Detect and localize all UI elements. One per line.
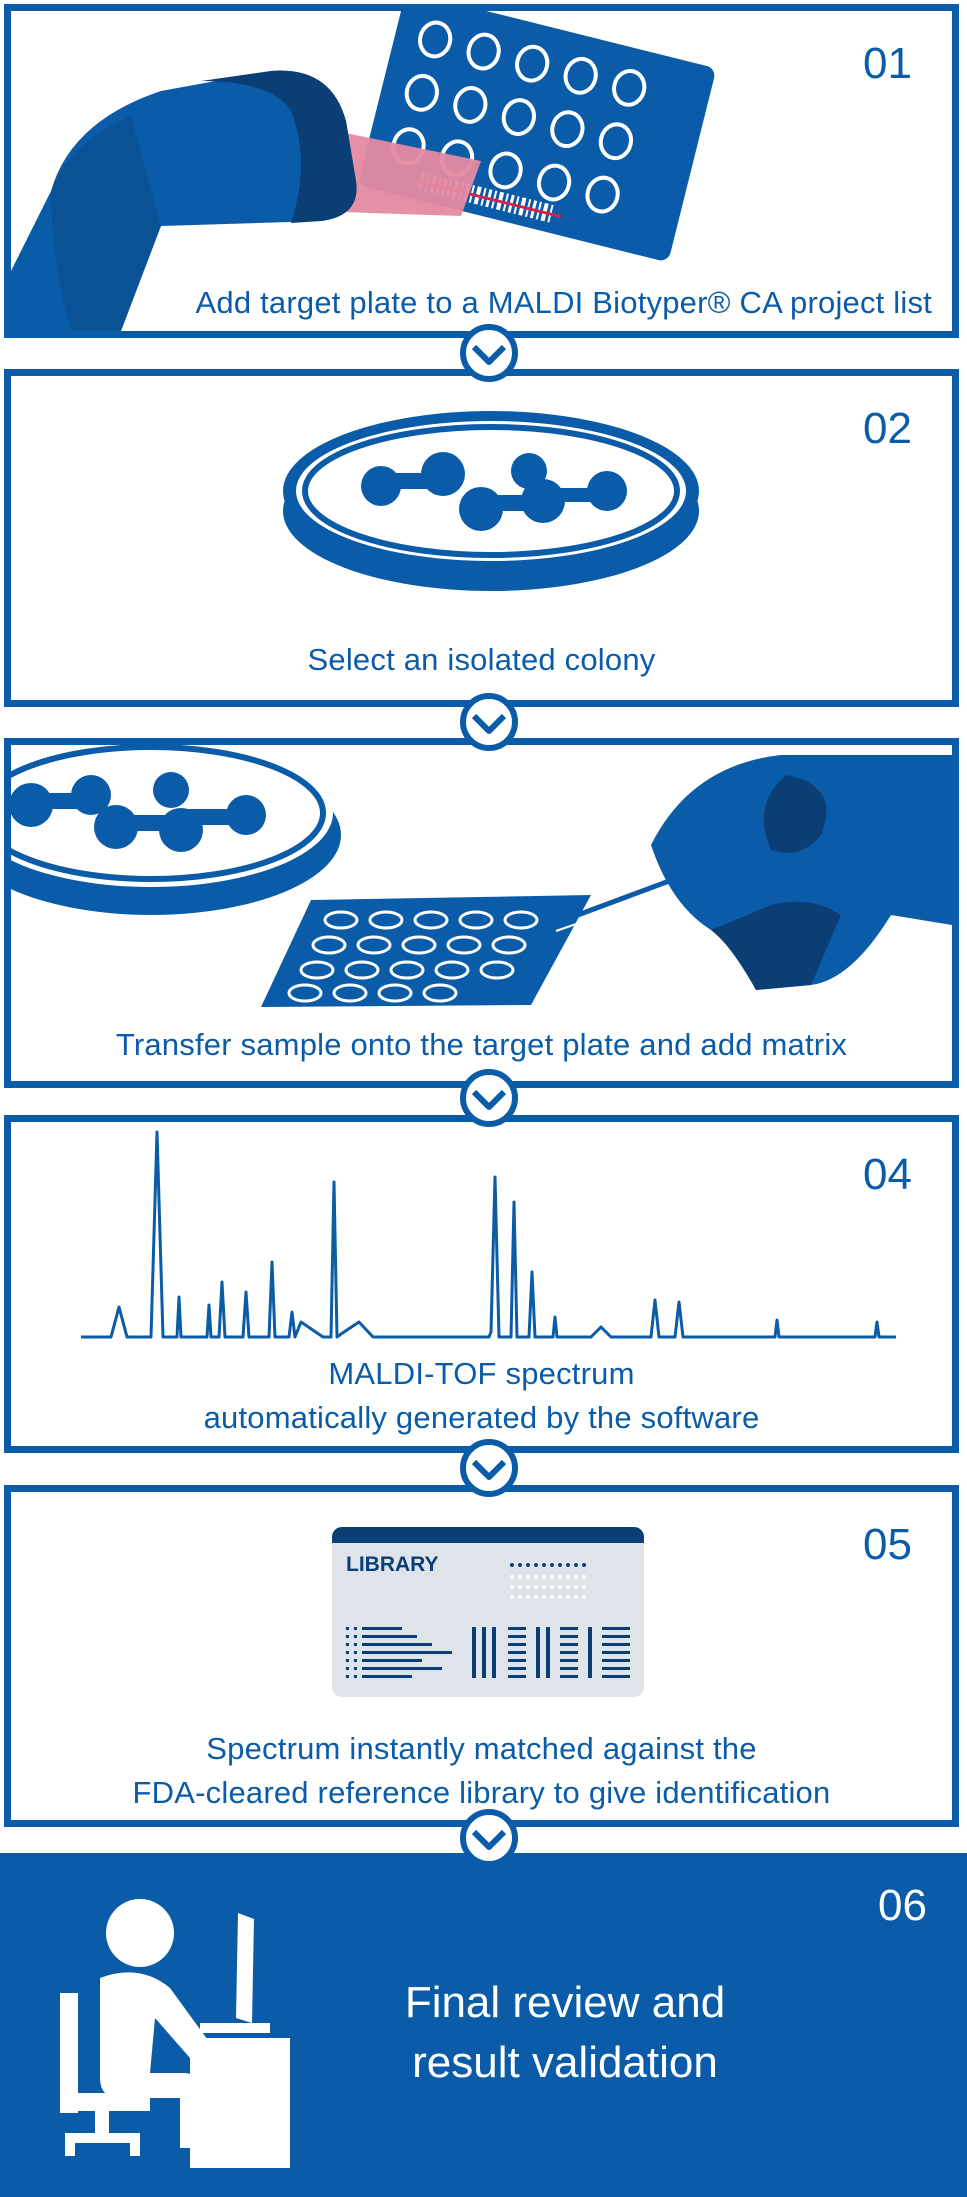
step-number: 05 [863, 1520, 912, 1569]
step-caption: Final review and result validation [404, 1978, 726, 2087]
barcode-scanner-icon [11, 11, 715, 331]
step-05-panel: LIBRARY [4, 1485, 959, 1827]
step-number: 03 [863, 773, 912, 822]
step-caption: Transfer sample onto the target plate an… [115, 1027, 848, 1062]
library-header-bar [332, 1527, 644, 1543]
chevron-down-icon [460, 1809, 518, 1867]
step-number: 01 [863, 39, 912, 88]
step-03-panel: 03 Transfer sample onto the target plate… [4, 738, 959, 1088]
chevron-down-icon [460, 1439, 518, 1497]
step-caption: Add target plate to a MALDI Biotyper® CA… [195, 285, 932, 320]
step-number: 02 [863, 404, 912, 453]
library-label: LIBRARY [346, 1553, 439, 1576]
step-caption: MALDI-TOF spectrum automatically generat… [203, 1356, 760, 1435]
chevron-down-icon [460, 324, 518, 382]
step-caption: Spectrum instantly matched against the F… [132, 1731, 831, 1810]
step-number: 04 [863, 1150, 912, 1199]
step-caption: Select an isolated colony [307, 642, 656, 677]
spectrum-chart-icon [81, 1130, 896, 1339]
step-number: 06 [878, 1881, 927, 1930]
step-06-panel: 06 Final review and result validation [0, 1853, 967, 2197]
library-data-grid [346, 1563, 630, 1678]
person-at-computer-icon [60, 1899, 290, 2168]
gloved-hand-tweezers-icon [11, 745, 952, 1007]
chevron-down-icon [460, 693, 518, 751]
step-01-panel: 01 Add target plate to a MALDI Biotyper®… [4, 4, 959, 338]
chevron-down-icon [460, 1069, 518, 1127]
step-04-panel: 04 MALDI-TOF spectrum automatically gene… [4, 1115, 959, 1453]
library-screen-icon: LIBRARY [332, 1527, 644, 1697]
step-02-panel: 02 Select an isolated colony [4, 369, 959, 707]
petri-dish-icon [283, 411, 699, 591]
